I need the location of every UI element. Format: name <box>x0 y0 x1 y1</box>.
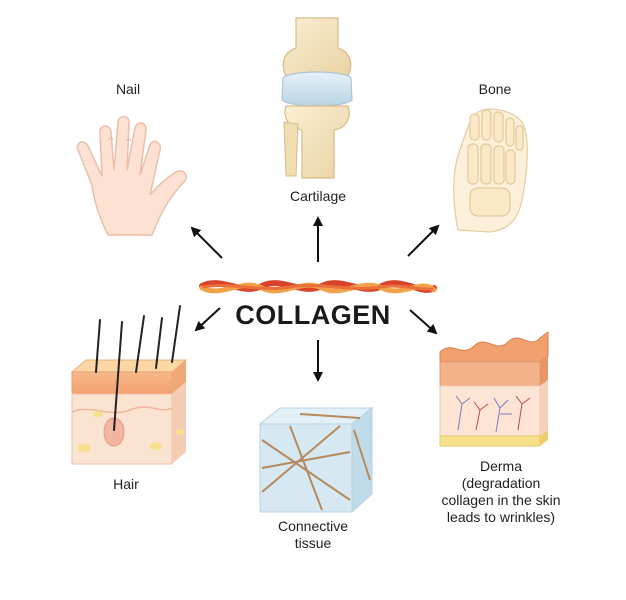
arrows <box>190 216 440 382</box>
skin-layers-icon <box>439 331 549 447</box>
node-label-bone: Bone <box>478 81 512 97</box>
arrow-to-hair <box>194 307 221 332</box>
node-label-derma: Derma (degradation collagen in the skin … <box>426 458 576 526</box>
node-label-cartilage: Cartilage <box>289 188 347 204</box>
arrow-to-nail <box>190 226 223 259</box>
hair-follicle-icon <box>70 305 188 465</box>
node-label-nail: Nail <box>115 81 141 97</box>
node-label-hair: Hair <box>113 476 139 492</box>
collagen-fiber-icon <box>199 280 437 294</box>
hand-icon <box>76 115 188 236</box>
derma-label-line-2: (degradation <box>461 475 541 491</box>
connective-label-line-2: tissue <box>294 535 332 551</box>
connective-tissue-cube-icon <box>258 406 374 514</box>
derma-label-line-4: leads to wrinkles) <box>446 509 556 525</box>
node-label-connective-tissue: Connective tissue <box>258 518 368 552</box>
derma-label-line-1: Derma <box>479 458 522 474</box>
derma-label-line-3: collagen in the skin <box>441 492 561 508</box>
arrow-to-derma <box>409 309 438 335</box>
foot-bones-icon <box>453 108 528 233</box>
knee-joint-icon <box>281 17 353 179</box>
collagen-title: COLLAGEN <box>235 300 391 330</box>
connective-label-line-1: Connective <box>277 518 349 534</box>
arrow-to-bone <box>407 224 440 257</box>
